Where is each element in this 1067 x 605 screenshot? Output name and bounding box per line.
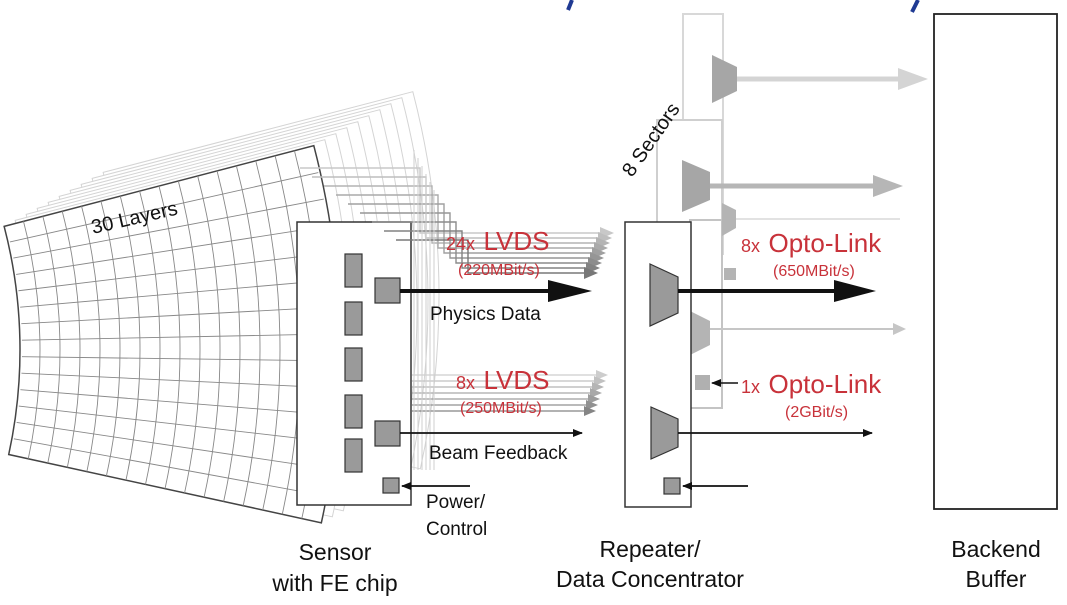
power-label-line1: Power/ <box>426 492 486 513</box>
sensor-grid-arc <box>235 165 261 506</box>
blue-mark-left <box>566 0 574 11</box>
repeater-mux-bottom-icon <box>650 406 679 460</box>
fe-chip-icon <box>344 253 363 288</box>
power-chip-icon <box>382 477 400 494</box>
repeater-chip-icon <box>663 477 681 495</box>
opto-top-count: 8x <box>741 236 760 256</box>
mux-small-2-icon <box>690 311 710 355</box>
sensor-fan-icon <box>3 91 440 524</box>
opto-bottom-rate: (2GBit/s) <box>785 404 848 421</box>
sensor-grid-arc <box>197 175 221 498</box>
lvds-top-rate: (220MBit/s) <box>458 262 540 279</box>
physics-data-arrow <box>400 280 592 302</box>
lvds-bottom-label: 8x LVDS <box>456 365 549 395</box>
fe-chip-icon <box>344 394 363 429</box>
chip-small-2-icon <box>695 375 710 390</box>
sensor-grid-arc <box>139 190 161 485</box>
physics-data-label: Physics Data <box>430 304 541 325</box>
opto-link-arrow <box>678 280 876 302</box>
sensor-grid-arc <box>216 170 241 502</box>
opto-top-rate: (650MBit/s) <box>773 263 855 280</box>
lvds-top-label: 24x LVDS <box>446 226 549 256</box>
mux-small-1-icon <box>722 203 736 236</box>
lvds-arrowhead-lower <box>596 370 608 380</box>
lvds-top-count: 24x <box>446 234 475 254</box>
beam-feedback-label: Beam Feedback <box>429 443 568 464</box>
lvds-line-upper <box>360 212 602 259</box>
beam-chip-icon <box>374 420 401 447</box>
sensor-grid-arc <box>255 160 281 511</box>
lvds-arrowhead-lower <box>592 382 604 392</box>
opto-top-label: 8x Opto-Link <box>741 228 882 258</box>
fe-chip-icon <box>344 438 363 473</box>
sensor-grid-arc <box>119 196 141 481</box>
lvds-bottom-name: LVDS <box>483 365 549 395</box>
power-label-line2: Control <box>426 519 487 540</box>
lvds-lines <box>300 150 614 470</box>
physics-chip-icon <box>374 277 401 304</box>
opto-top-name: Opto-Link <box>768 228 882 258</box>
sector-output-arrows <box>710 68 928 335</box>
chip-small-1-icon <box>724 268 736 280</box>
sensor-grid-arc <box>61 211 81 468</box>
sensor-grid-arc <box>100 201 121 476</box>
sensor-caption-line2: with FE chip <box>271 570 397 596</box>
lvds-line-upper <box>324 185 608 244</box>
lvds-arrowhead-lower <box>588 394 600 404</box>
mux-mid-icon <box>682 160 710 212</box>
fe-chip-icon <box>344 347 363 382</box>
repeater-caption-line2: Data Concentrator <box>556 566 744 592</box>
sensor-grid-arc <box>42 216 61 464</box>
sensor-grid-arc <box>158 185 181 489</box>
backend-caption-line2: Buffer <box>966 566 1027 592</box>
sensor-grid-arc <box>23 221 41 459</box>
lvds-top-name: LVDS <box>483 226 549 256</box>
opto-bottom-label: 1x Opto-Link <box>741 369 882 399</box>
sensor-grid-arc <box>81 206 101 472</box>
lvds-bottom-count: 8x <box>456 373 475 393</box>
lvds-line-upper <box>396 239 596 274</box>
lvds-line-upper <box>348 203 604 254</box>
lvds-line-upper <box>384 230 598 269</box>
repeater-mux-top-icon <box>649 263 679 327</box>
lvds-arrowhead-lower <box>590 388 602 398</box>
blue-mark-right <box>910 0 920 13</box>
lvds-line-upper <box>300 167 612 234</box>
opto-bottom-count: 1x <box>741 377 760 397</box>
sensor-caption-line1: Sensor <box>299 539 372 565</box>
lvds-arrowhead-lower <box>584 406 596 416</box>
lvds-arrowhead-lower <box>586 400 598 410</box>
sensor-grid-arc <box>177 180 201 494</box>
backend-caption-line1: Backend <box>951 536 1041 562</box>
repeater-caption-line1: Repeater/ <box>599 536 701 562</box>
lvds-bottom-rate: (250MBit/s) <box>460 400 542 417</box>
repeater-board <box>624 221 692 508</box>
lvds-arrowhead-lower <box>594 376 606 386</box>
fe-chip-icon <box>344 301 363 336</box>
fe-chip-column <box>344 253 363 473</box>
backend-buffer <box>933 13 1058 510</box>
opto-bottom-name: Opto-Link <box>768 369 882 399</box>
mux-back-icon <box>712 55 737 103</box>
lvds-arrowhead-upper <box>584 267 598 279</box>
